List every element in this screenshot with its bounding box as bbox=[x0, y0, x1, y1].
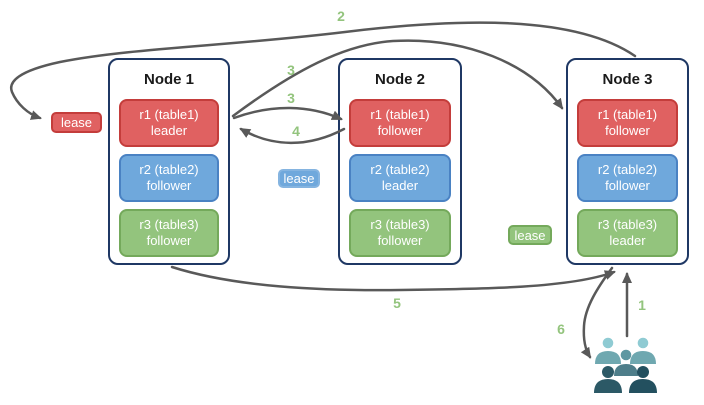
step-label-3b: 3 bbox=[287, 90, 295, 106]
replica-role: follower bbox=[605, 178, 650, 193]
node-2-title: Node 2 bbox=[374, 71, 425, 88]
replica-role: follower bbox=[146, 233, 192, 248]
arrow-step-5 bbox=[170, 265, 616, 292]
replica-role: follower bbox=[377, 123, 423, 138]
node-1-replica-r1: r1 (table1) leader bbox=[119, 99, 219, 147]
node-1-replica-r2: r2 (table2) follower bbox=[119, 154, 219, 202]
node-1-replica-r3: r3 (table3) follower bbox=[119, 209, 219, 257]
replica-name: r3 (table3) bbox=[370, 217, 430, 232]
step-label-4: 4 bbox=[292, 123, 300, 139]
clients-icon bbox=[594, 337, 657, 393]
replica-name: r2 (table2) bbox=[139, 162, 199, 177]
step-label-6: 6 bbox=[557, 321, 565, 337]
node-2-replica-r3: r3 (table3) follower bbox=[349, 209, 451, 257]
node-3-replica-r2: r2 (table2) follower bbox=[577, 154, 678, 202]
arrow-step-3-short bbox=[232, 106, 343, 121]
replica-name: r3 (table3) bbox=[139, 217, 199, 232]
arrow-step-6 bbox=[580, 266, 614, 359]
replica-role: leader bbox=[150, 123, 188, 138]
replica-name: r3 (table3) bbox=[597, 217, 658, 232]
replica-name: r1 (table1) bbox=[370, 107, 430, 122]
node-2-box: Node 2 r1 (table1) follower r2 (table2) … bbox=[338, 58, 462, 265]
node-3-box: Node 3 r1 (table1) follower r2 (table2) … bbox=[566, 58, 689, 265]
replica-role: follower bbox=[377, 233, 423, 248]
lease-badge-r2: lease bbox=[278, 169, 320, 188]
node-2-replica-r1: r1 (table1) follower bbox=[349, 99, 451, 147]
replica-role: follower bbox=[605, 123, 650, 138]
replica-role: leader bbox=[381, 178, 419, 193]
node-2-replica-r2: r2 (table2) leader bbox=[349, 154, 451, 202]
step-label-5: 5 bbox=[393, 295, 401, 311]
replica-name: r1 (table1) bbox=[597, 107, 658, 122]
replica-name: r2 (table2) bbox=[597, 162, 658, 177]
replica-role: leader bbox=[609, 233, 646, 248]
replica-name: r2 (table2) bbox=[370, 162, 430, 177]
replica-role: follower bbox=[146, 178, 192, 193]
node-1-box: Node 1 r1 (table1) leader r2 (table2) fo… bbox=[108, 58, 230, 265]
node-3-replica-r1: r1 (table1) follower bbox=[577, 99, 678, 147]
node-1-title: Node 1 bbox=[143, 71, 194, 88]
node-3-title: Node 3 bbox=[602, 71, 653, 88]
replica-name: r1 (table1) bbox=[139, 107, 199, 122]
lease-badge-r3: lease bbox=[508, 225, 552, 245]
node-3-replica-r3: r3 (table3) leader bbox=[577, 209, 678, 257]
step-label-3a: 3 bbox=[287, 62, 295, 78]
step-label-2: 2 bbox=[337, 8, 345, 24]
step-label-1: 1 bbox=[638, 297, 646, 313]
arrow-step-2 bbox=[9, 21, 637, 120]
lease-badge-r1: lease bbox=[51, 112, 102, 133]
